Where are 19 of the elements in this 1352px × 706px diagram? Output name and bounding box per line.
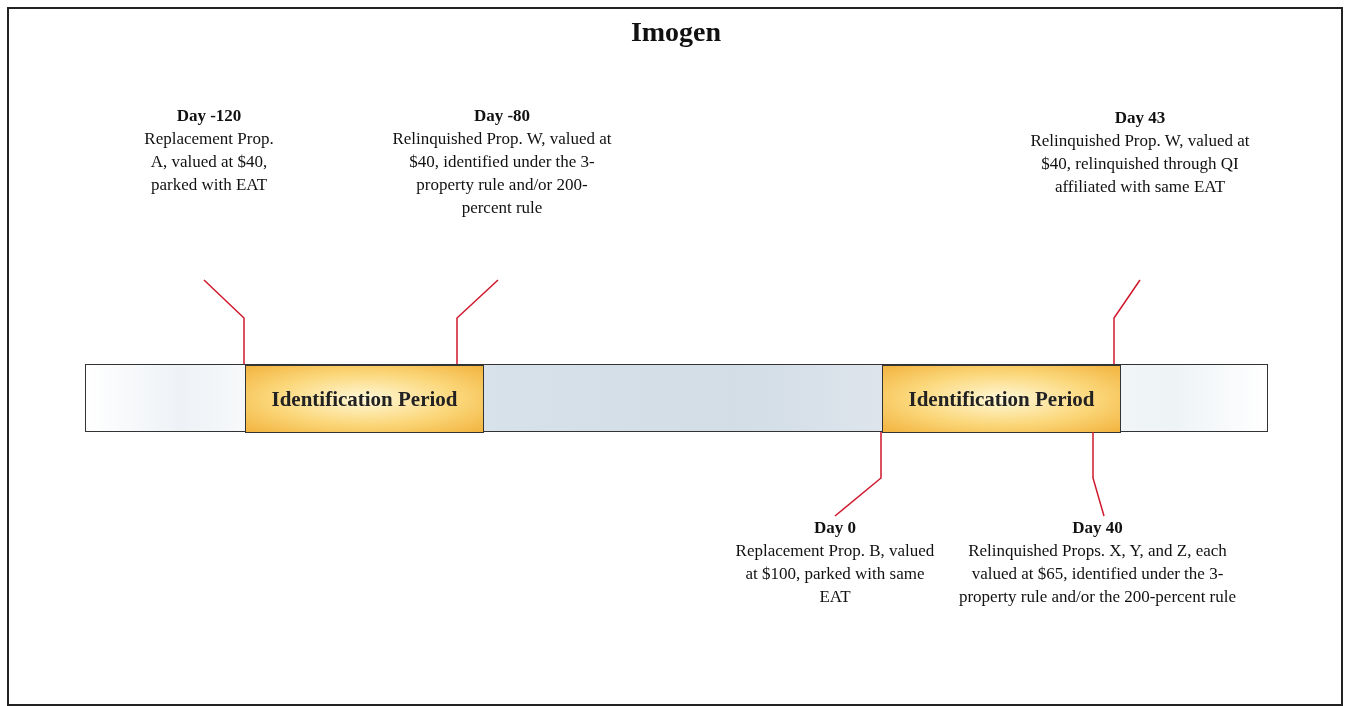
diagram-title: Imogen xyxy=(630,16,722,48)
leader-line xyxy=(203,279,245,365)
event-description: Replacement Prop. B, valued at $100, parked with same EAT xyxy=(734,540,936,608)
day-heading: Day -80 xyxy=(472,105,532,127)
day-heading: Day -120 xyxy=(175,105,243,127)
leader-line xyxy=(1092,431,1105,517)
event-description: Replacement Prop. A, valued at $40, parked with EAT xyxy=(144,128,274,196)
day-heading: Day 43 xyxy=(1113,107,1167,129)
timeline-bar xyxy=(85,364,1268,432)
day-heading: Day 0 xyxy=(813,517,857,539)
period-box: Identification Period xyxy=(882,365,1121,433)
day-heading: Day 40 xyxy=(1071,517,1124,539)
event-description: Relinquished Props. X, Y, and Z, each valued at $65, identified under the 3-property rule and/or the 200-percent rule xyxy=(957,540,1238,608)
event-description: Relinquished Prop. W, valued at $40, relinquished through QI affiliated with same EAT xyxy=(1030,130,1250,198)
leader-line xyxy=(834,431,882,517)
leader-line xyxy=(1113,279,1141,365)
period-box: Identification Period xyxy=(245,365,484,433)
leader-line xyxy=(456,279,499,365)
event-description: Relinquished Prop. W, valued at $40, identified under the 3-property rule and/or 200-percent rule xyxy=(392,128,612,219)
